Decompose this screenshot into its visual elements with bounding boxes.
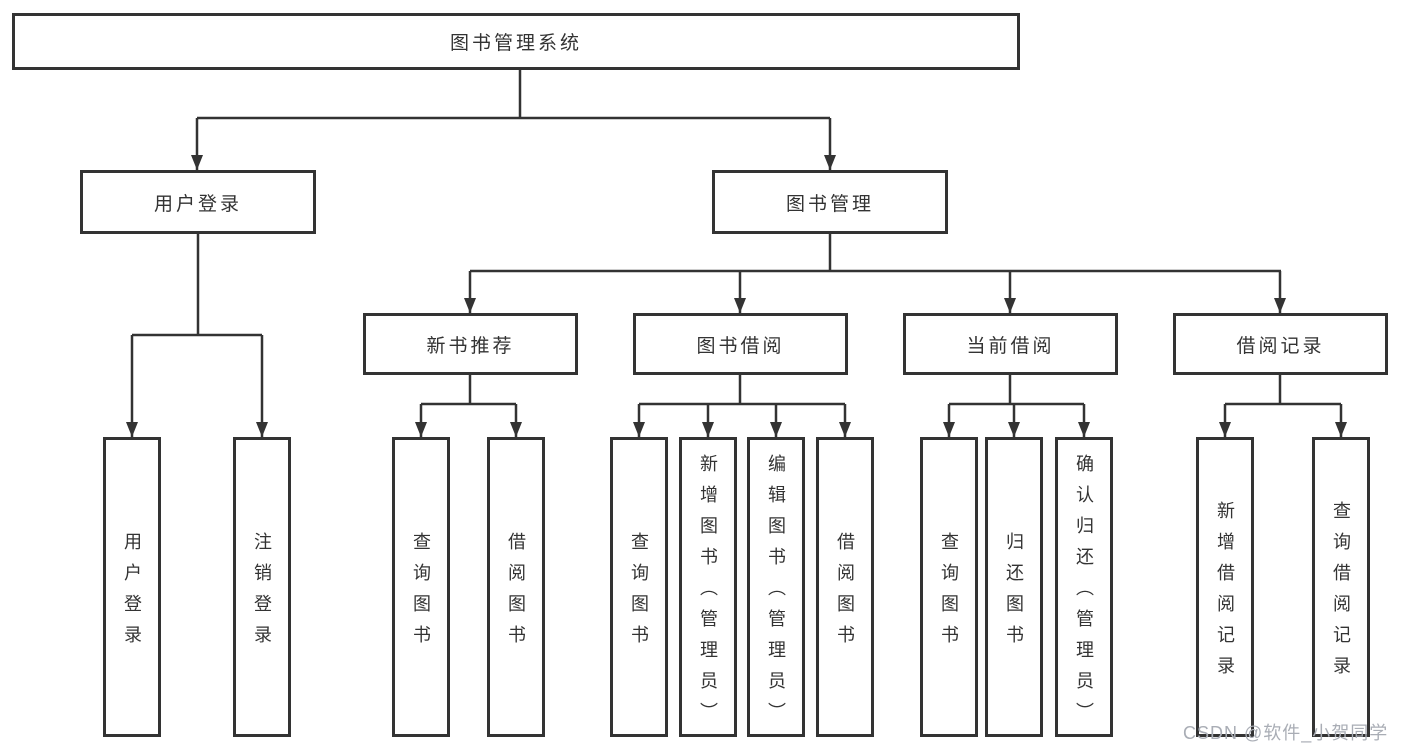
leaf-bb-query-books-label: 查询图书 [629,531,649,656]
leaf-br-query-borrow-record-label: 查询借阅记录 [1331,500,1351,687]
leaf-cb-return-books: 归还图书 [985,437,1043,737]
node-new-book-recommendation: 新书推荐 [363,313,578,375]
leaf-bb-add-book-admin-label: 新增图书（管理员） [698,454,718,733]
leaf-cb-query-books: 查询图书 [920,437,978,737]
node-user-login: 用户登录 [80,170,316,234]
node-current-borrowing: 当前借阅 [903,313,1118,375]
node-borrowing-records: 借阅记录 [1173,313,1388,375]
node-book-management-label: 图书管理 [785,193,874,215]
leaf-nb-borrow-books: 借阅图书 [487,437,545,737]
node-user-login-label: 用户登录 [153,193,242,215]
leaf-cb-confirm-return-admin: 确认归还（管理员） [1055,437,1113,737]
connector-spines [132,68,1341,406]
leaf-br-add-borrow-record-label: 新增借阅记录 [1215,500,1235,687]
leaf-user-login-label: 用户登录 [122,531,142,656]
leaf-br-add-borrow-record: 新增借阅记录 [1196,437,1254,737]
leaf-nb-query-books-label: 查询图书 [411,531,431,656]
leaf-logout: 注销登录 [233,437,291,737]
node-book-borrowing-label: 图书借阅 [696,335,785,357]
leaf-bb-edit-book-admin: 编辑图书（管理员） [747,437,805,737]
leaf-logout-label: 注销登录 [252,531,272,656]
node-root-label: 图书管理系统 [449,33,582,54]
node-root: 图书管理系统 [12,13,1020,70]
leaf-bb-borrow-books: 借阅图书 [816,437,874,737]
leaf-cb-confirm-return-admin-label: 确认归还（管理员） [1074,454,1094,733]
leaf-cb-query-books-label: 查询图书 [939,531,959,656]
watermark: CSDN @软件_小贺同学 [1183,723,1389,743]
node-book-borrowing: 图书借阅 [633,313,848,375]
leaf-nb-borrow-books-label: 借阅图书 [506,531,526,656]
leaf-cb-return-books-label: 归还图书 [1004,531,1024,656]
node-book-management: 图书管理 [712,170,948,234]
leaf-bb-add-book-admin: 新增图书（管理员） [679,437,737,737]
node-borrowing-records-label: 借阅记录 [1236,335,1325,357]
leaf-br-query-borrow-record: 查询借阅记录 [1312,437,1370,737]
node-new-book-recommendation-label: 新书推荐 [426,335,515,357]
leaf-bb-borrow-books-label: 借阅图书 [835,531,855,656]
leaf-bb-query-books: 查询图书 [610,437,668,737]
node-current-borrowing-label: 当前借阅 [966,335,1055,357]
leaf-user-login: 用户登录 [103,437,161,737]
leaf-bb-edit-book-admin-label: 编辑图书（管理员） [766,454,786,733]
leaf-nb-query-books: 查询图书 [392,437,450,737]
